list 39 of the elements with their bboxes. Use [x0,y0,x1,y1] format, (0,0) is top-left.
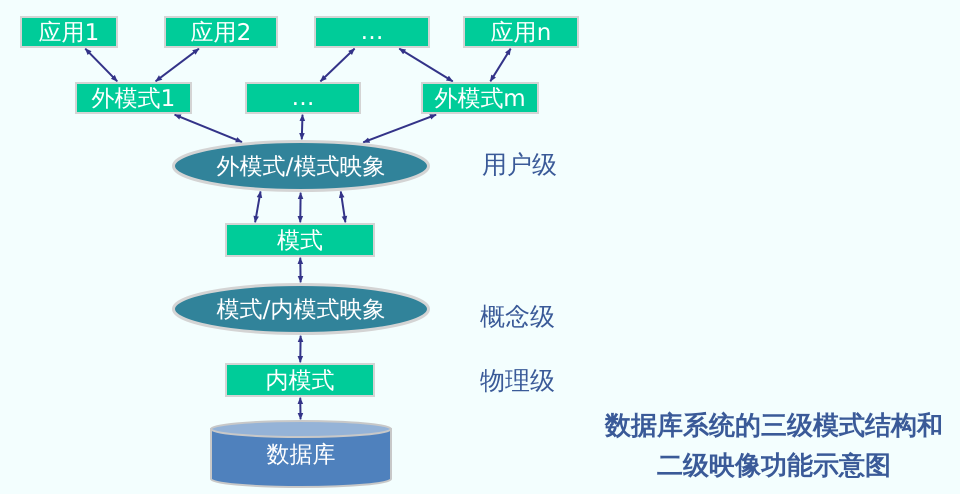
level-label: 用户级 [482,149,557,181]
schema-box [164,16,278,48]
double-arrow [490,48,512,82]
schema-box [225,363,375,397]
node-label: 内模式 [266,366,334,396]
schema-box [20,16,118,48]
node-label: 模式 [277,226,323,256]
schema-box [463,16,579,48]
double-arrow [299,114,306,140]
node-label: 应用1 [38,18,100,48]
schema-box [245,82,361,114]
node-label: 应用n [490,18,552,48]
node-label: 模式/内模式映象 [216,296,386,324]
double-arrow [398,48,454,82]
node-label: … [360,19,384,45]
double-arrow [298,397,304,420]
double-arrow [362,114,437,144]
double-arrow [84,48,118,82]
double-arrow [298,257,304,283]
node-label: 数据库 [266,440,336,470]
level-label: 物理级 [480,365,555,397]
node-label: 外模式/模式映象 [216,152,386,182]
double-arrow [253,190,262,223]
schema-box [314,16,430,48]
node-label: 外模式m [434,84,526,114]
double-arrow [154,48,200,82]
schema-box [225,223,375,257]
double-arrow [174,114,243,143]
node-label: 外模式1 [92,84,176,114]
node-label: 应用2 [190,18,252,48]
schema-box [75,82,192,114]
caption: 数据库系统的三级模式结构和二级映像功能示意图 [604,410,944,483]
double-arrow [338,190,348,223]
double-arrow [298,192,304,223]
node-label: … [292,85,314,111]
schema-box [421,82,539,114]
double-arrow [320,48,356,82]
level-label: 概念级 [480,301,555,333]
double-arrow [298,335,304,363]
